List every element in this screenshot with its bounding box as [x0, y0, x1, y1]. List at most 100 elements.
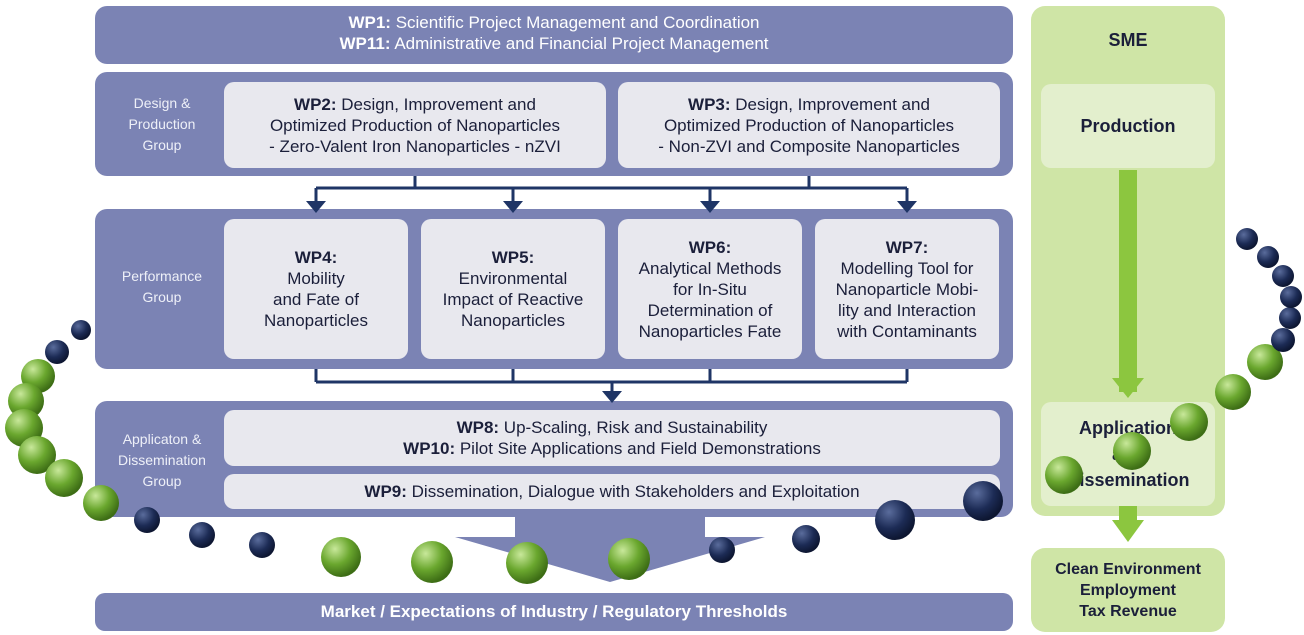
wp2-box: WP2: Design, Improvement and Optimized P…	[224, 82, 606, 168]
green-dot	[1170, 403, 1208, 441]
wp2-code: WP2:	[294, 94, 337, 114]
sme-outcome-box: Clean Environment Employment Tax Revenue	[1031, 548, 1225, 632]
sme-application-line: Application	[1079, 418, 1177, 438]
wp11-title: Administrative and Financial Project Man…	[390, 34, 769, 53]
wp6-line: Analytical Methods	[638, 258, 782, 278]
wp7-line: Modelling Tool for	[840, 258, 974, 278]
wp9-box: WP9: Dissemination, Dialogue with Stakeh…	[224, 474, 1000, 509]
wp6-line: Nanoparticles Fate	[638, 321, 782, 341]
wp4-code: WP4:	[294, 248, 338, 267]
green-dot	[45, 459, 83, 497]
green-dot	[1113, 432, 1151, 470]
wp4-box: WP4: Mobility and Fate of Nanoparticles	[224, 219, 408, 359]
wp4-line: and Fate of	[272, 290, 359, 309]
navy-dot	[1271, 328, 1295, 352]
wp6-code: WP6:	[688, 237, 732, 257]
group-label-line: Applicaton &	[122, 430, 202, 447]
wp1-line: WP1: Scientific Project Management and C…	[95, 12, 1013, 33]
market-arrow	[455, 517, 765, 582]
navy-dot	[1257, 246, 1279, 268]
navy-dot	[1272, 265, 1294, 287]
navy-dot	[1280, 286, 1302, 308]
wp10-code: WP10:	[403, 439, 456, 458]
group-label-line: Design &	[133, 94, 191, 111]
group-label-line: Production	[128, 115, 196, 132]
wp8-wp10-box: WP8: Up-Scaling, Risk and Sustainability…	[224, 410, 1000, 466]
navy-dot	[709, 537, 735, 563]
wp3-box: WP3: Design, Improvement and Optimized P…	[618, 82, 1000, 168]
wp4-line: Mobility	[287, 269, 345, 288]
wp2-line: Optimized Production of Nanoparticles	[269, 115, 561, 135]
wp6-line: for In-Situ	[673, 279, 747, 299]
wp2-line: - Zero-Valent Iron Nanoparticles - nZVI	[269, 136, 561, 156]
wp10-title: Pilot Site Applications and Field Demons…	[455, 439, 821, 458]
sme-outcome-arrow-head	[1112, 520, 1144, 542]
wp9-code: WP9:	[364, 482, 407, 501]
wp4-line: Nanoparticles	[264, 311, 368, 330]
navy-dot	[45, 340, 69, 364]
sme-arrow-shaft	[1119, 170, 1137, 392]
navy-dot	[1279, 307, 1301, 329]
wp5-code: WP5:	[491, 248, 535, 267]
green-dot	[411, 541, 453, 583]
wp7-line: lity and Interaction	[838, 300, 976, 320]
wp7-box: WP7: Modelling Tool for Nanoparticle Mob…	[815, 219, 999, 359]
navy-dot	[1236, 228, 1258, 250]
sme-outcome-line: Tax Revenue	[1079, 602, 1177, 620]
wp7-code: WP7:	[885, 237, 929, 257]
wp3-code: WP3:	[688, 94, 731, 114]
wp8-code: WP8:	[456, 418, 500, 437]
wp1-title: Scientific Project Management and Coordi…	[390, 13, 760, 32]
sme-outcome-line: Employment	[1079, 581, 1176, 599]
green-dot	[608, 538, 650, 580]
navy-dot	[71, 320, 91, 340]
wp9-title: Dissemination, Dialogue with Stakeholder…	[406, 482, 860, 501]
sme-arrow-head	[1112, 378, 1144, 398]
wp1-code: WP1:	[348, 13, 391, 32]
group-label-line: Group	[142, 472, 182, 489]
sme-production-box: Production	[1041, 84, 1215, 168]
wp3-line: Optimized Production of Nanoparticles	[663, 115, 955, 135]
green-dot	[1247, 344, 1283, 380]
market-text: Market / Expectations of Industry / Regu…	[320, 602, 788, 621]
navy-dot	[963, 481, 1003, 521]
group-label-line: Performance	[121, 268, 203, 284]
wp11-code: WP11:	[339, 34, 391, 53]
navy-dot	[875, 500, 915, 540]
sme-outcome-line: Clean Environment	[1055, 560, 1201, 578]
design-production-group-label: Design & Production Group	[102, 90, 222, 158]
navy-dot	[792, 525, 820, 553]
market-bar: Market / Expectations of Industry / Regu…	[95, 593, 1013, 631]
navy-dot	[134, 507, 160, 533]
wp3-line: - Non-ZVI and Composite Nanoparticles	[658, 136, 960, 156]
performance-connector	[314, 369, 909, 393]
navy-dot	[249, 532, 275, 558]
management-band: WP1: Scientific Project Management and C…	[95, 6, 1013, 64]
green-dot	[8, 383, 44, 419]
wp5-line: Nanoparticles	[461, 311, 565, 330]
wp5-line: Environmental	[458, 269, 568, 288]
wp7-line: with Contaminants	[837, 321, 977, 341]
green-dot	[18, 436, 56, 474]
green-dot	[1045, 456, 1083, 494]
design-connector	[314, 176, 909, 203]
wp2-line: Design, Improvement and	[336, 94, 536, 114]
sme-application-line: Dissemination	[1066, 470, 1190, 490]
green-dot	[321, 537, 361, 577]
wp5-line: Impact of Reactive	[442, 290, 584, 309]
wp5-box: WP5: Environmental Impact of Reactive Na…	[421, 219, 605, 359]
green-dot	[506, 542, 548, 584]
wp6-box: WP6: Analytical Methods for In-Situ Dete…	[618, 219, 802, 359]
group-label-line: Group	[142, 136, 182, 153]
navy-dot	[189, 522, 215, 548]
wp11-line: WP11: Administrative and Financial Proje…	[95, 33, 1013, 54]
wp6-line: Determination of	[647, 300, 773, 320]
sme-title: SME	[1108, 30, 1148, 50]
wp3-line: Design, Improvement and	[730, 94, 930, 114]
wp8-title: Up-Scaling, Risk and Sustainability	[499, 418, 768, 437]
design-arrowheads	[306, 201, 917, 213]
sme-production-label: Production	[1080, 116, 1176, 136]
performance-group-label: Performance Group	[102, 262, 222, 312]
decorative-dots	[5, 228, 1302, 584]
